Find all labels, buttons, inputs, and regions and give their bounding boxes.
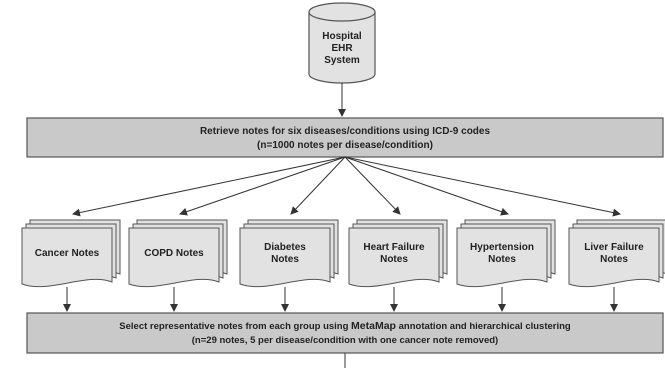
ehr-database-node: Hospital EHR System	[308, 2, 376, 84]
arrow-retrieve-to-group-1	[72, 156, 346, 217]
group-2-label-line-1: COPD Notes	[144, 248, 204, 259]
group-4-label-line-2: Notes	[380, 254, 408, 265]
document-page-icon	[21, 227, 113, 288]
database-top	[308, 2, 376, 22]
document-page-icon	[128, 227, 220, 288]
arrow-retrieve-to-group-6	[344, 156, 621, 217]
arrow-retrieve-to-group-4	[344, 156, 401, 215]
arrow-retrieve-to-group-3	[290, 156, 346, 215]
note-group-2: COPD Notes	[128, 219, 228, 288]
select-line-1-post: annotation and hierarchical clustering	[396, 321, 571, 332]
note-group-1: Cancer Notes	[21, 219, 121, 288]
retrieve-line-1: Retrieve notes for six diseases/conditio…	[200, 126, 491, 137]
fan-out-arrows	[72, 156, 621, 217]
retrieve-line-2: (n=1000 notes per disease/condition)	[257, 140, 433, 151]
group-6-label-line-1: Liver Failure	[584, 242, 644, 253]
group-3-label-line-2: Notes	[271, 254, 299, 265]
group-1-label-line-1: Cancer Notes	[35, 248, 100, 259]
ehr-label-line-2: EHR	[331, 43, 353, 54]
select-line-1-pre: Select representative notes from each gr…	[119, 321, 351, 332]
metamap-term: MetaMap	[351, 320, 396, 332]
group-5-label-line-2: Notes	[488, 254, 516, 265]
group-5-label-line-1: Hypertension	[470, 242, 534, 253]
select-line-1: Select representative notes from each gr…	[119, 320, 571, 332]
group-4-label-line-1: Heart Failure	[363, 242, 425, 253]
arrow-retrieve-to-group-5	[344, 156, 509, 216]
document-page-icon	[456, 227, 548, 288]
arrow-retrieve-to-group-2	[179, 156, 346, 216]
select-step-box: Select representative notes from each gr…	[26, 312, 664, 354]
document-page-icon	[568, 227, 660, 288]
select-line-2: (n=29 notes, 5 per disease/condition wit…	[192, 335, 498, 346]
group-6-label-line-2: Notes	[600, 254, 628, 265]
ehr-label-line-1: Hospital	[322, 31, 362, 42]
group-3-label-line-1: Diabetes	[264, 242, 306, 253]
document-page-icon	[348, 227, 440, 288]
retrieve-step-box: Retrieve notes for six diseases/conditio…	[26, 117, 664, 158]
ehr-label-line-3: System	[324, 55, 360, 66]
group-to-select-arrows	[63, 287, 618, 312]
document-page-icon	[239, 227, 331, 288]
